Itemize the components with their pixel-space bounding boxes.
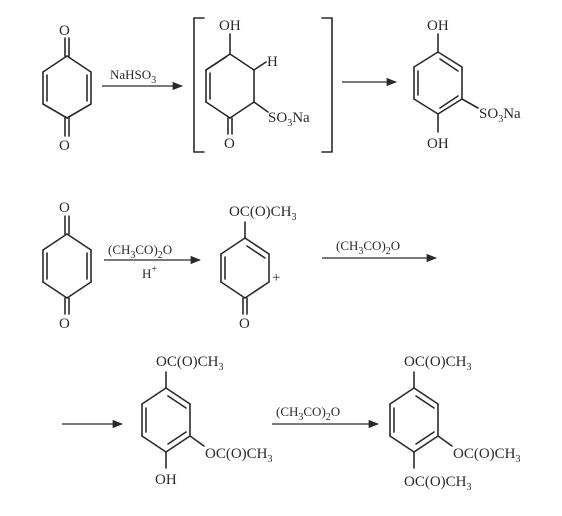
group-so3na: SO3Na <box>479 106 521 125</box>
atom-oh: OH <box>219 18 241 34</box>
reagent-acetic-anhydride: (CH3CO)2O <box>336 238 400 257</box>
reagent-nahso3: NaHSO3 <box>110 67 156 86</box>
triacetoxybenzene: OC(O)CH3 OC(O)CH3 OC(O)CH3 <box>389 354 521 493</box>
atom-o: O <box>224 136 235 152</box>
atom-oh-bottom: OH <box>427 136 449 152</box>
benzoquinone-1: O O <box>42 23 92 154</box>
group-oac-side: OC(O)CH3 <box>205 446 273 465</box>
group-so3na: SO3Na <box>268 110 310 129</box>
catalyst-h-plus: H+ <box>142 264 157 281</box>
atom-oh-top: OH <box>427 18 449 34</box>
bisulfite-adduct: OH H SO3Na O <box>193 17 333 153</box>
atom-h: H <box>267 54 278 70</box>
atom-o-top: O <box>59 200 70 216</box>
atom-o: O <box>239 316 250 332</box>
charge-plus: + <box>272 270 280 286</box>
group-oac: OC(O)CH3 <box>229 204 297 223</box>
atom-o-top: O <box>59 23 70 39</box>
acetoxy-cation: OC(O)CH3 + O <box>220 204 297 332</box>
reagent-acetic-anhydride: (CH3CO)2O <box>276 404 340 423</box>
arrow-nahso3: NaHSO3 <box>102 67 184 91</box>
arrow-acetic-anhydride-acid: (CH3CO)2O H+ <box>104 242 202 281</box>
atom-o-bottom: O <box>59 316 70 332</box>
arrow-acetic-anhydride-2: (CH3CO)2O <box>322 238 438 263</box>
group-oac-top: OC(O)CH3 <box>156 354 224 373</box>
hydroquinone-sulfonate: OH SO3Na OH <box>413 18 521 152</box>
diacetoxy-phenol: OC(O)CH3 OC(O)CH3 OH <box>141 354 273 488</box>
reagent-acetic-anhydride: (CH3CO)2O <box>108 242 172 261</box>
group-oac-side: OC(O)CH3 <box>453 446 521 465</box>
group-oac-top: OC(O)CH3 <box>404 354 472 373</box>
group-oac-bottom: OC(O)CH3 <box>404 474 472 493</box>
benzoquinone-2: O O <box>42 200 92 332</box>
atom-o-bottom: O <box>59 138 70 154</box>
arrow-acetic-anhydride-3: (CH3CO)2O <box>272 404 380 429</box>
atom-oh: OH <box>155 472 177 488</box>
